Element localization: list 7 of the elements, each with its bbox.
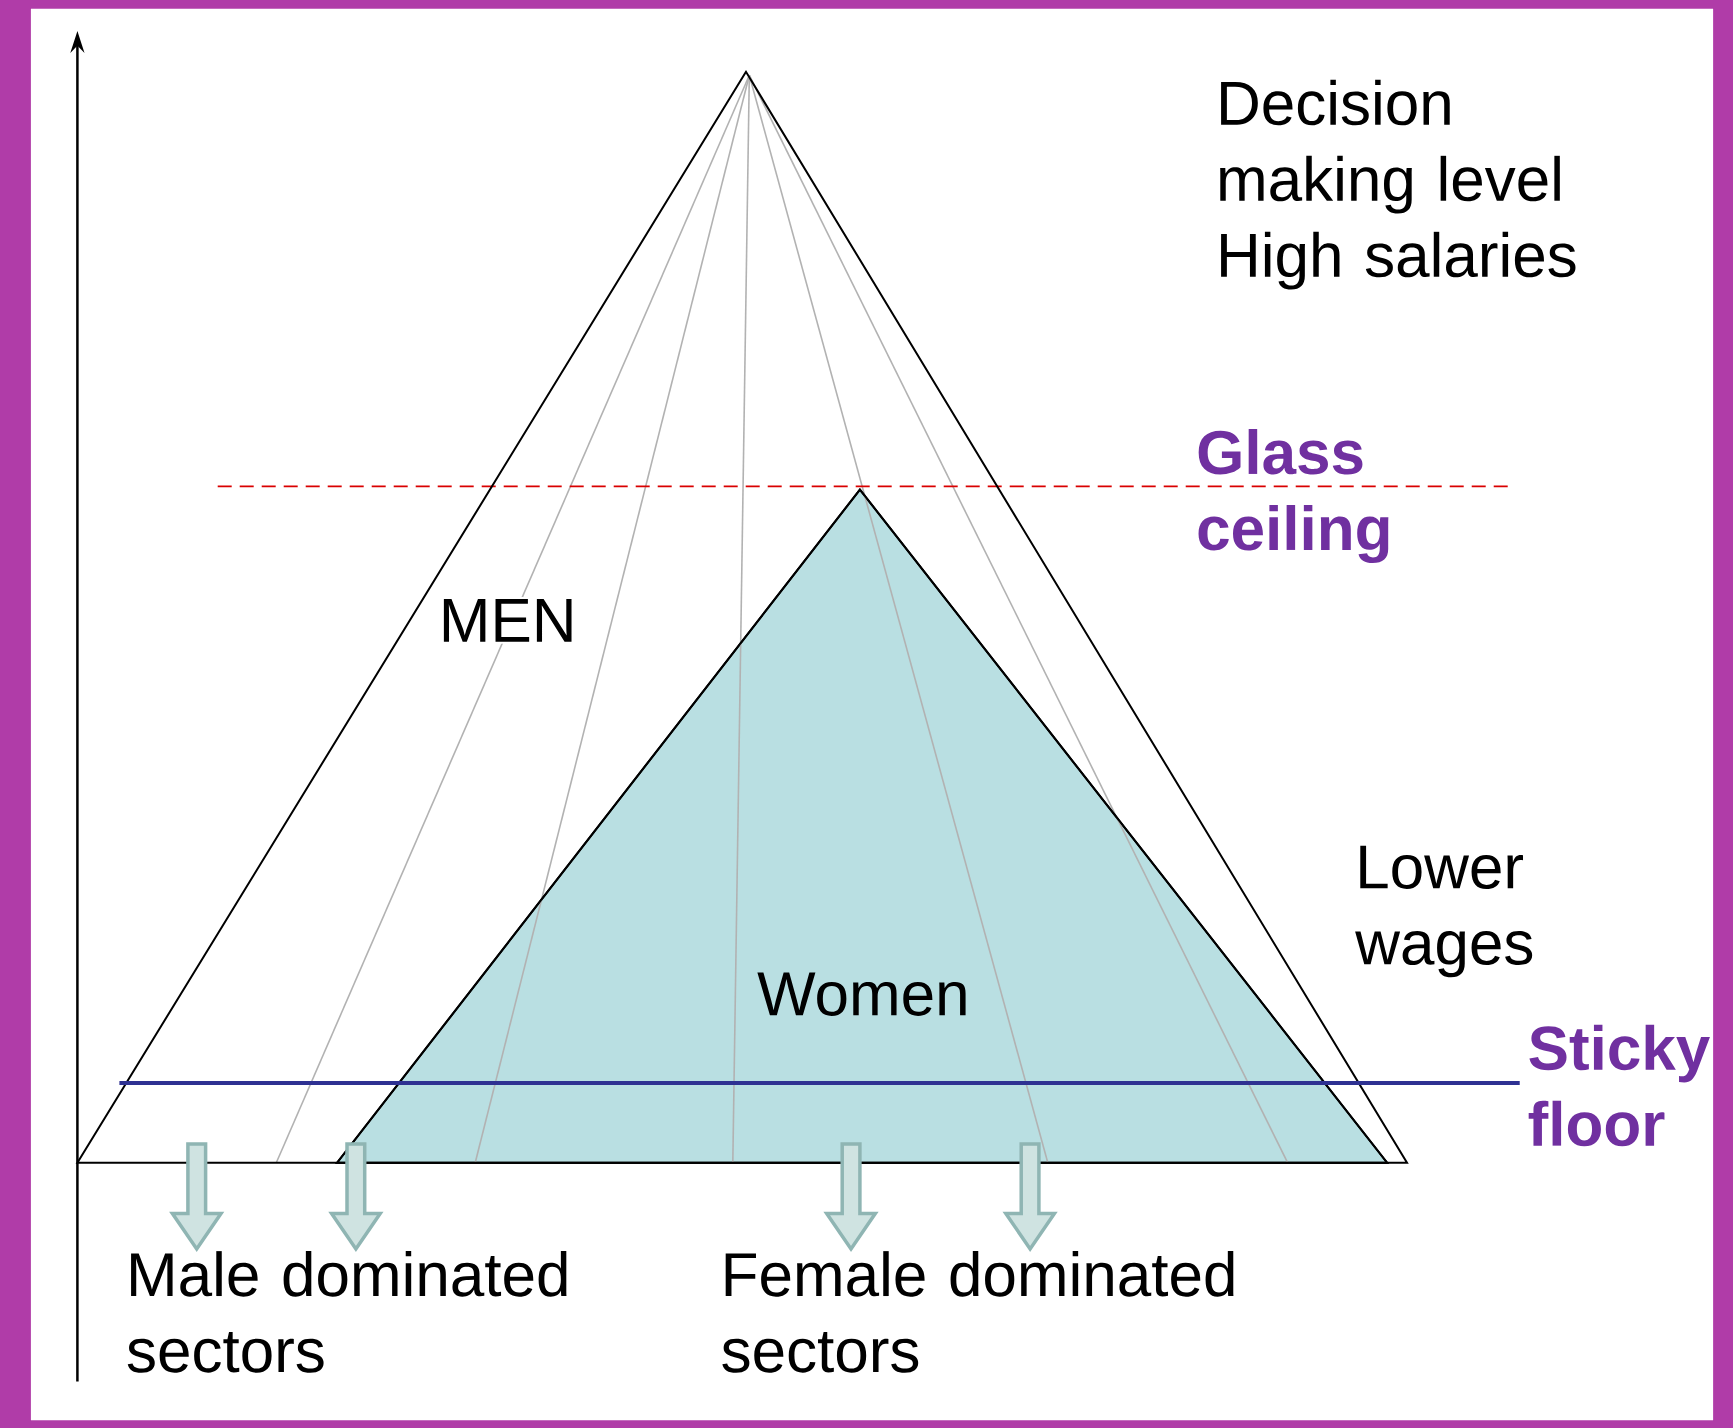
block-arrow bbox=[169, 1142, 225, 1252]
block-arrow bbox=[1002, 1142, 1058, 1252]
block-arrow bbox=[328, 1142, 384, 1252]
text-label: Sticky floor bbox=[1528, 1024, 1710, 1147]
block-arrow bbox=[823, 1142, 879, 1252]
sector-text: Male dominated sectors bbox=[127, 1251, 567, 1373]
sector-text: Female dominated sectors bbox=[722, 1251, 1234, 1373]
